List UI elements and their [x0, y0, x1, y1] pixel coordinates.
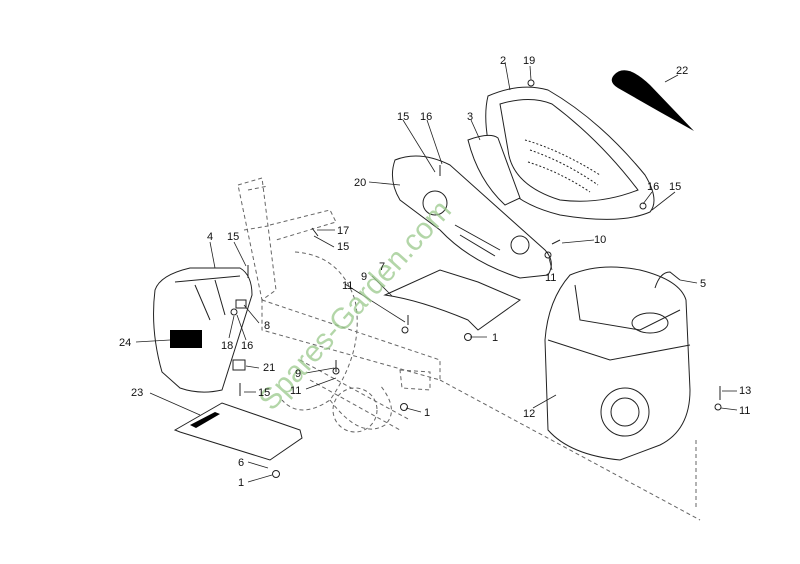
hose-pipe [654, 271, 681, 289]
part-label-21: 21 [263, 362, 275, 374]
part-label-16: 16 [420, 111, 432, 123]
part-label-1: 1 [238, 477, 244, 489]
part-label-15: 15 [669, 181, 681, 193]
part-label-23: 23 [131, 387, 143, 399]
part-number-labels: 2 19 22 15 16 3 20 16 15 17 10 4 15 15 7… [119, 55, 751, 489]
part-label-3: 3 [467, 111, 473, 123]
part-label-12: 12 [523, 408, 535, 420]
part-label-20: 20 [354, 177, 366, 189]
bottom-plate [173, 402, 303, 461]
part-label-15: 15 [258, 387, 270, 399]
part-label-1: 1 [424, 407, 430, 419]
part-label-11: 11 [739, 405, 750, 417]
part-label-11: 11 [342, 280, 353, 292]
part-label-9: 9 [295, 368, 301, 380]
part-label-10: 10 [594, 234, 606, 246]
part-label-17: 17 [337, 225, 349, 237]
part-label-22: 22 [676, 65, 688, 77]
part-label-19: 19 [523, 55, 535, 67]
part-label-15: 15 [397, 111, 409, 123]
decal-strip [611, 70, 694, 131]
part-label-16: 16 [647, 181, 659, 193]
side-plate [383, 269, 522, 331]
leader-lines [135, 61, 738, 483]
part-label-1: 1 [492, 332, 498, 344]
back-plate [391, 155, 552, 279]
part-label-7: 7 [379, 261, 385, 273]
part-label-5: 5 [700, 278, 706, 290]
engine [544, 266, 691, 461]
tiller-frame-outline [237, 177, 701, 521]
part-label-8: 8 [264, 320, 270, 332]
part-label-2: 2 [500, 55, 506, 67]
part-label-15: 15 [227, 231, 239, 243]
part-label-9: 9 [361, 271, 367, 283]
part-label-24: 24 [119, 337, 131, 349]
part-label-18: 18 [221, 340, 233, 352]
inner-guard [467, 134, 521, 206]
fasteners [230, 79, 722, 478]
front-shield [153, 267, 253, 393]
part-label-11: 11 [545, 272, 556, 284]
part-label-15: 15 [337, 241, 349, 253]
part-label-6: 6 [238, 457, 244, 469]
part-label-11: 11 [290, 385, 301, 397]
part-label-16: 16 [241, 340, 253, 352]
part-label-13: 13 [739, 385, 751, 397]
part-label-4: 4 [207, 231, 213, 243]
